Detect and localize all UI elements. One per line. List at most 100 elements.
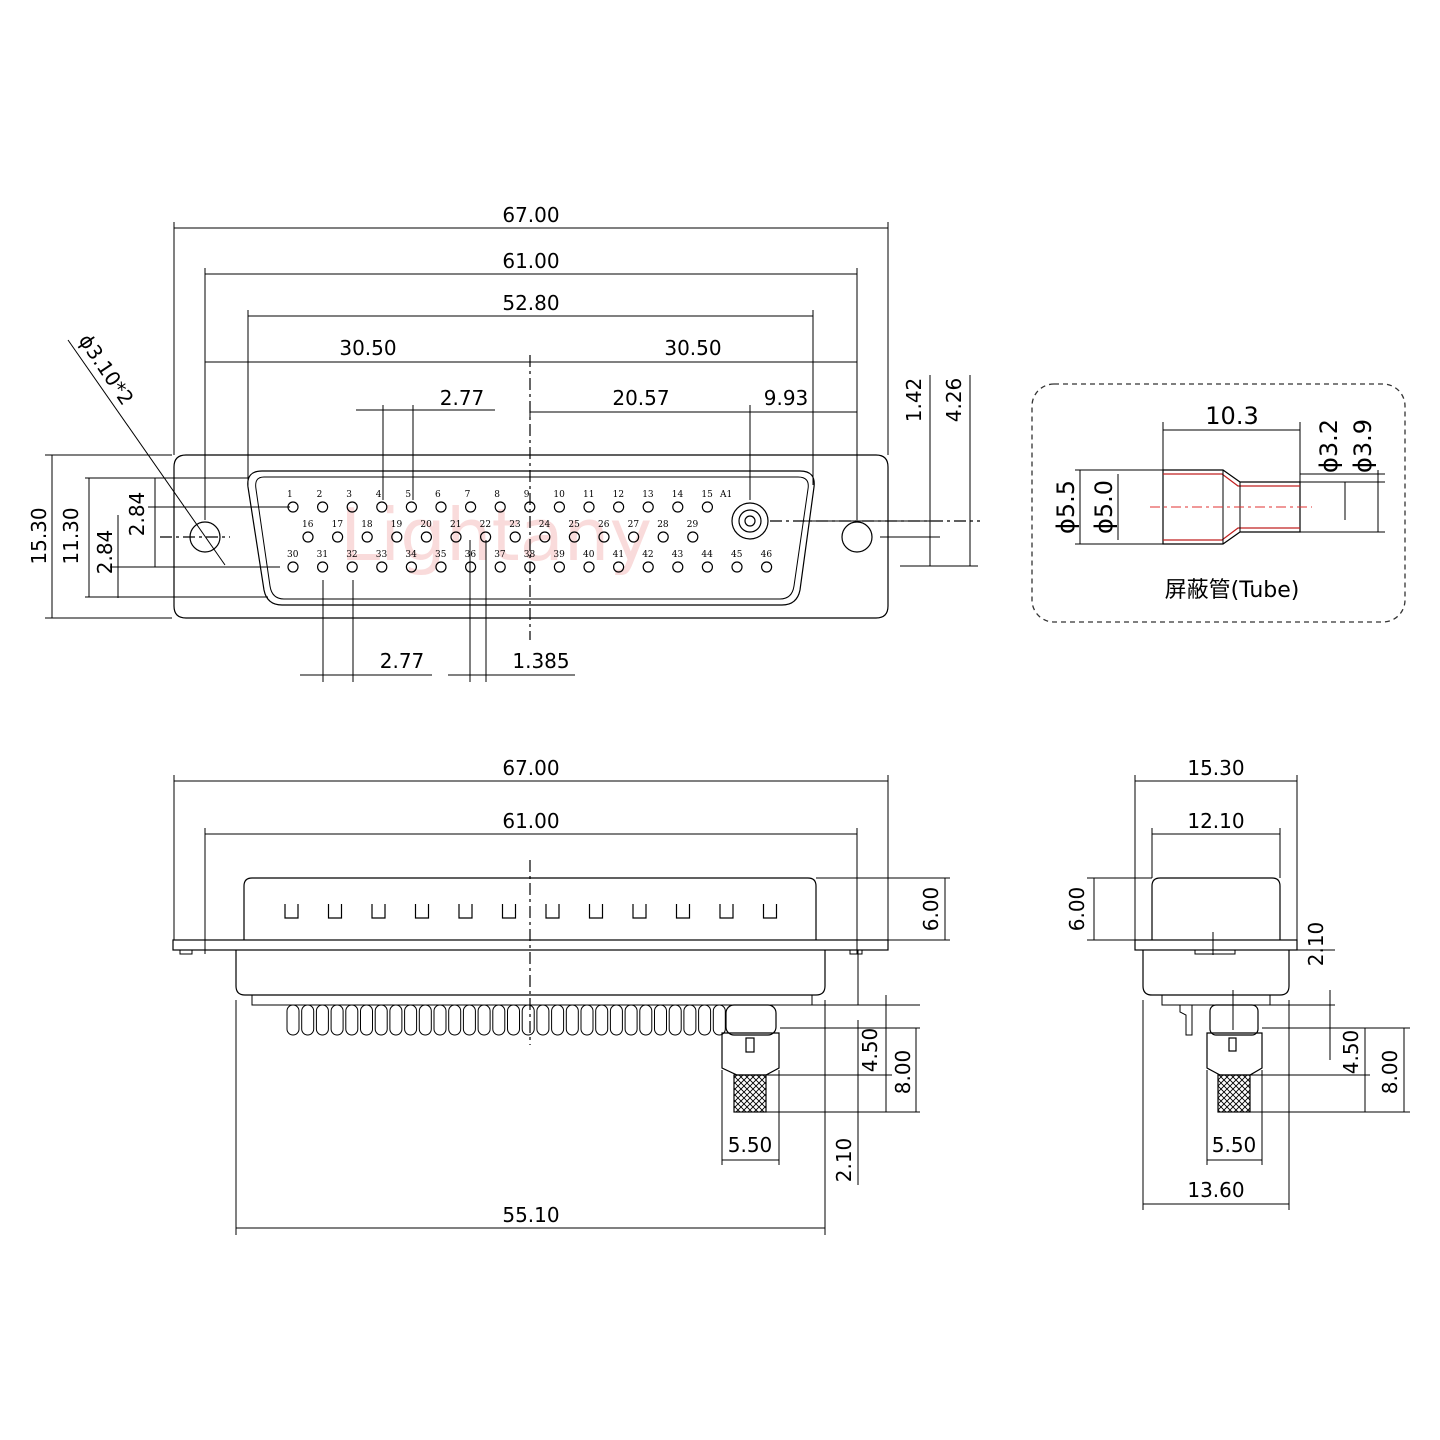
tube-d3-2: ϕ3.2 [1315,419,1343,473]
dim-2-84-upper: 2.84 [125,492,149,537]
pin-label: 13 [642,490,654,500]
pin-contact [642,561,654,573]
pin-label: 39 [553,550,565,560]
pin-label: 46 [761,550,773,560]
pin-contact [332,531,344,543]
pin-label: 15 [701,490,713,500]
solder-cup [609,1004,623,1036]
pin-label: 27 [628,520,640,530]
solder-cup [507,1004,520,1036]
dim-4-26: 4.26 [942,378,966,423]
coax-contact-mid [738,509,762,533]
solder-cup [580,1004,594,1036]
solder-cup [668,1004,682,1036]
solder-cup [433,1004,447,1036]
pin-label: 5 [405,490,411,500]
pin-label: 11 [583,490,594,500]
pin-contact [731,561,743,573]
solder-cup [654,1004,667,1036]
side-view: 67.00 61.00 6.00 4.50 8.00 2.10 5.50 55.… [172,756,950,1235]
pin-contact [553,561,566,573]
solder-cup [389,1004,403,1036]
pin-contact [435,501,447,513]
solder-cup [521,1004,535,1036]
hole-leader-line [67,339,226,566]
pin-label: 44 [701,550,713,560]
pin-contact [302,531,314,543]
pin-contact [494,561,506,573]
coax-tail [721,1032,780,1076]
pin-contact [346,501,358,513]
side-dim-67: 67.00 [502,756,559,780]
front-shell-inner [255,476,809,600]
end-dim-5-5: 5.50 [1212,1133,1257,1157]
side-slots [284,904,778,919]
dim-2-84-lower: 2.84 [93,530,117,575]
side-dim-2-1: 2.10 [832,1138,856,1183]
end-dim-15-3: 15.30 [1187,756,1244,780]
pin-label: 30 [287,550,299,560]
side-dim-5-5: 5.50 [728,1133,773,1157]
pin-label: 21 [450,520,461,530]
pin-label: 1 [287,490,293,500]
solder-cup [565,1004,579,1036]
pin-contact [612,501,625,513]
pin-label: 26 [598,520,610,530]
pin-contact [598,531,610,543]
pin-contact [405,501,417,513]
pin-label: 18 [361,520,373,530]
pin-label: 43 [672,550,684,560]
pin-label: 4 [376,490,382,500]
solder-cup [330,1004,344,1036]
pin-label: 42 [642,550,653,560]
tube-length: 10.3 [1205,402,1258,430]
pin-contact [376,501,388,513]
side-insert [251,994,813,1006]
pin-contact [627,531,640,543]
end-body [1142,950,1290,996]
solder-cup [315,1004,329,1036]
solder-cup [477,1004,491,1036]
pin-label: 32 [346,550,357,560]
pin-label: 33 [376,550,388,560]
pin-contact [494,501,506,513]
solder-cup [639,1004,653,1036]
pin-contact [435,561,447,573]
dim-61: 61.00 [502,249,559,273]
window-slot [327,904,343,919]
side-dim-8: 8.00 [891,1050,915,1095]
pin-contact [317,501,329,513]
pin-label: 12 [613,490,624,500]
pin-label: 45 [731,550,743,560]
solder-cup [683,1004,697,1036]
solder-cup [536,1004,550,1036]
dim-20-57: 20.57 [612,386,669,410]
solder-cup [448,1004,462,1036]
pin-label: 7 [465,490,471,500]
solder-cup [404,1004,418,1036]
pin-label: 6 [435,490,441,500]
solder-cup [595,1004,609,1036]
pin-label: 35 [435,550,447,560]
pin-contact [509,531,521,543]
pin-label: A1 [719,490,732,500]
pin-label: 41 [613,550,624,560]
pin-label: 25 [568,520,580,530]
pin-contact [672,561,684,573]
pin-contact [701,561,714,573]
pin-contact [405,561,417,573]
dim-1-42: 1.42 [902,378,926,423]
pin-label: 40 [583,550,595,560]
end-dim-12-1: 12.10 [1187,809,1244,833]
pin-label: 31 [317,550,328,560]
pin-label: 10 [553,490,565,500]
solder-cup [286,1004,300,1036]
pin-label: 19 [391,520,403,530]
pin-contact [465,501,477,513]
pin-contact [346,561,358,573]
window-slot [632,904,647,919]
end-coax-crimp [1217,1074,1251,1113]
solder-cup [360,1004,373,1036]
window-slot [501,904,517,919]
